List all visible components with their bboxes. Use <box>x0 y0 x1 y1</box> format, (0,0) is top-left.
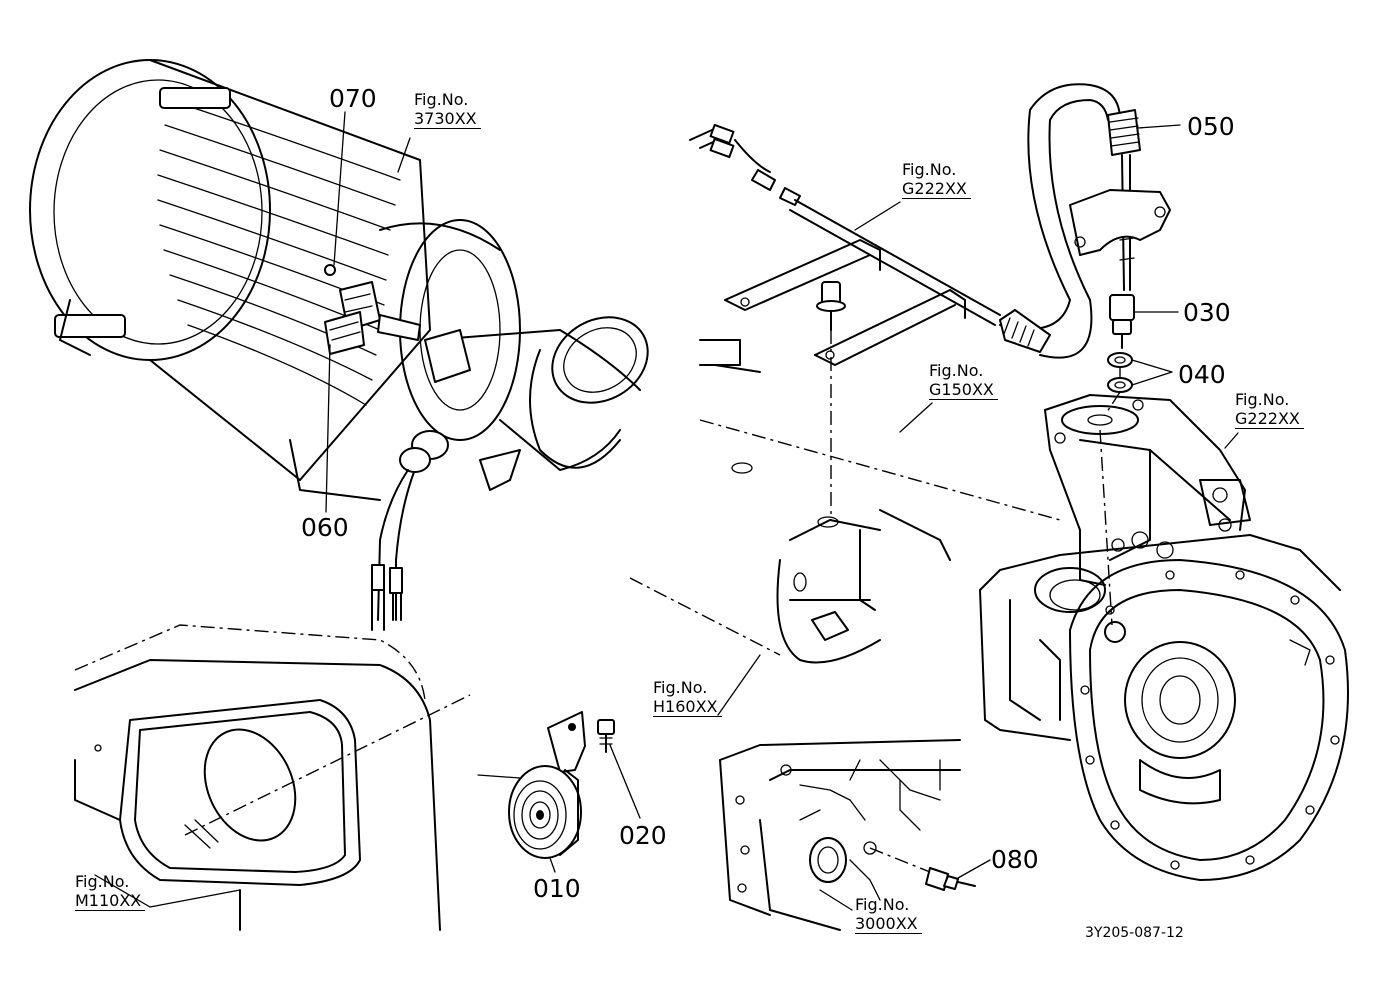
support-bracket <box>724 239 966 366</box>
main-frame <box>629 339 1061 664</box>
fig-caption: Fig.No. <box>653 678 708 697</box>
part-number-070: 070 <box>329 84 377 113</box>
fig-caption: Fig.No. <box>1235 390 1290 409</box>
part-number-020: 020 <box>619 821 667 850</box>
fig-number: 3730XX <box>414 109 481 129</box>
oil-pressure-switch <box>925 867 976 891</box>
part-number-060: 060 <box>301 513 349 542</box>
fig-ref-g150xx: Fig.No. G150XX <box>929 361 998 400</box>
fig-caption: Fig.No. <box>929 361 984 380</box>
fig-caption: Fig.No. <box>855 895 910 914</box>
fig-number: M110XX <box>75 891 146 911</box>
bonnet-grille <box>74 624 471 931</box>
engine-block <box>719 739 961 931</box>
fig-number: G222XX <box>1235 409 1304 429</box>
fig-ref-g222xx-right: Fig.No. G222XX <box>1235 390 1304 429</box>
air-cleaner-assembly <box>29 59 649 501</box>
washers <box>1104 352 1133 416</box>
horn-bolt <box>597 719 615 753</box>
fig-ref-m110xx: Fig.No. M110XX <box>75 872 146 911</box>
part-number-010: 010 <box>533 874 581 903</box>
horn <box>477 711 586 859</box>
restriction-switch <box>324 264 421 355</box>
fig-caption: Fig.No. <box>75 872 130 891</box>
wire-harness-connector <box>689 123 1001 326</box>
fig-ref-3000xx: Fig.No. 3000XX <box>855 895 922 934</box>
transmission-case <box>979 479 1349 881</box>
fig-number: 3000XX <box>855 914 922 934</box>
part-number-080: 080 <box>991 845 1039 874</box>
part-number-040: 040 <box>1178 360 1226 389</box>
fig-number: G222XX <box>902 179 971 199</box>
fig-ref-g222xx-top: Fig.No. G222XX <box>902 160 971 199</box>
speed-sensor-housing <box>1044 394 1246 643</box>
fig-number: G150XX <box>929 380 998 400</box>
fig-caption: Fig.No. <box>414 90 469 109</box>
fig-ref-3730xx: Fig.No. 3730XX <box>414 90 481 129</box>
sensor-wiring <box>371 430 449 631</box>
part-number-030: 030 <box>1183 298 1231 327</box>
drawing-code: 3Y205-087-12 <box>1085 925 1184 941</box>
fig-ref-h160xx: Fig.No. H160XX <box>653 678 722 717</box>
part-number-050: 050 <box>1187 112 1235 141</box>
fig-number: H160XX <box>653 697 722 717</box>
leader-lines <box>94 111 1239 911</box>
fig-caption: Fig.No. <box>902 160 957 179</box>
fuel-sensor-bolt <box>816 281 846 520</box>
speed-cable <box>999 83 1171 359</box>
